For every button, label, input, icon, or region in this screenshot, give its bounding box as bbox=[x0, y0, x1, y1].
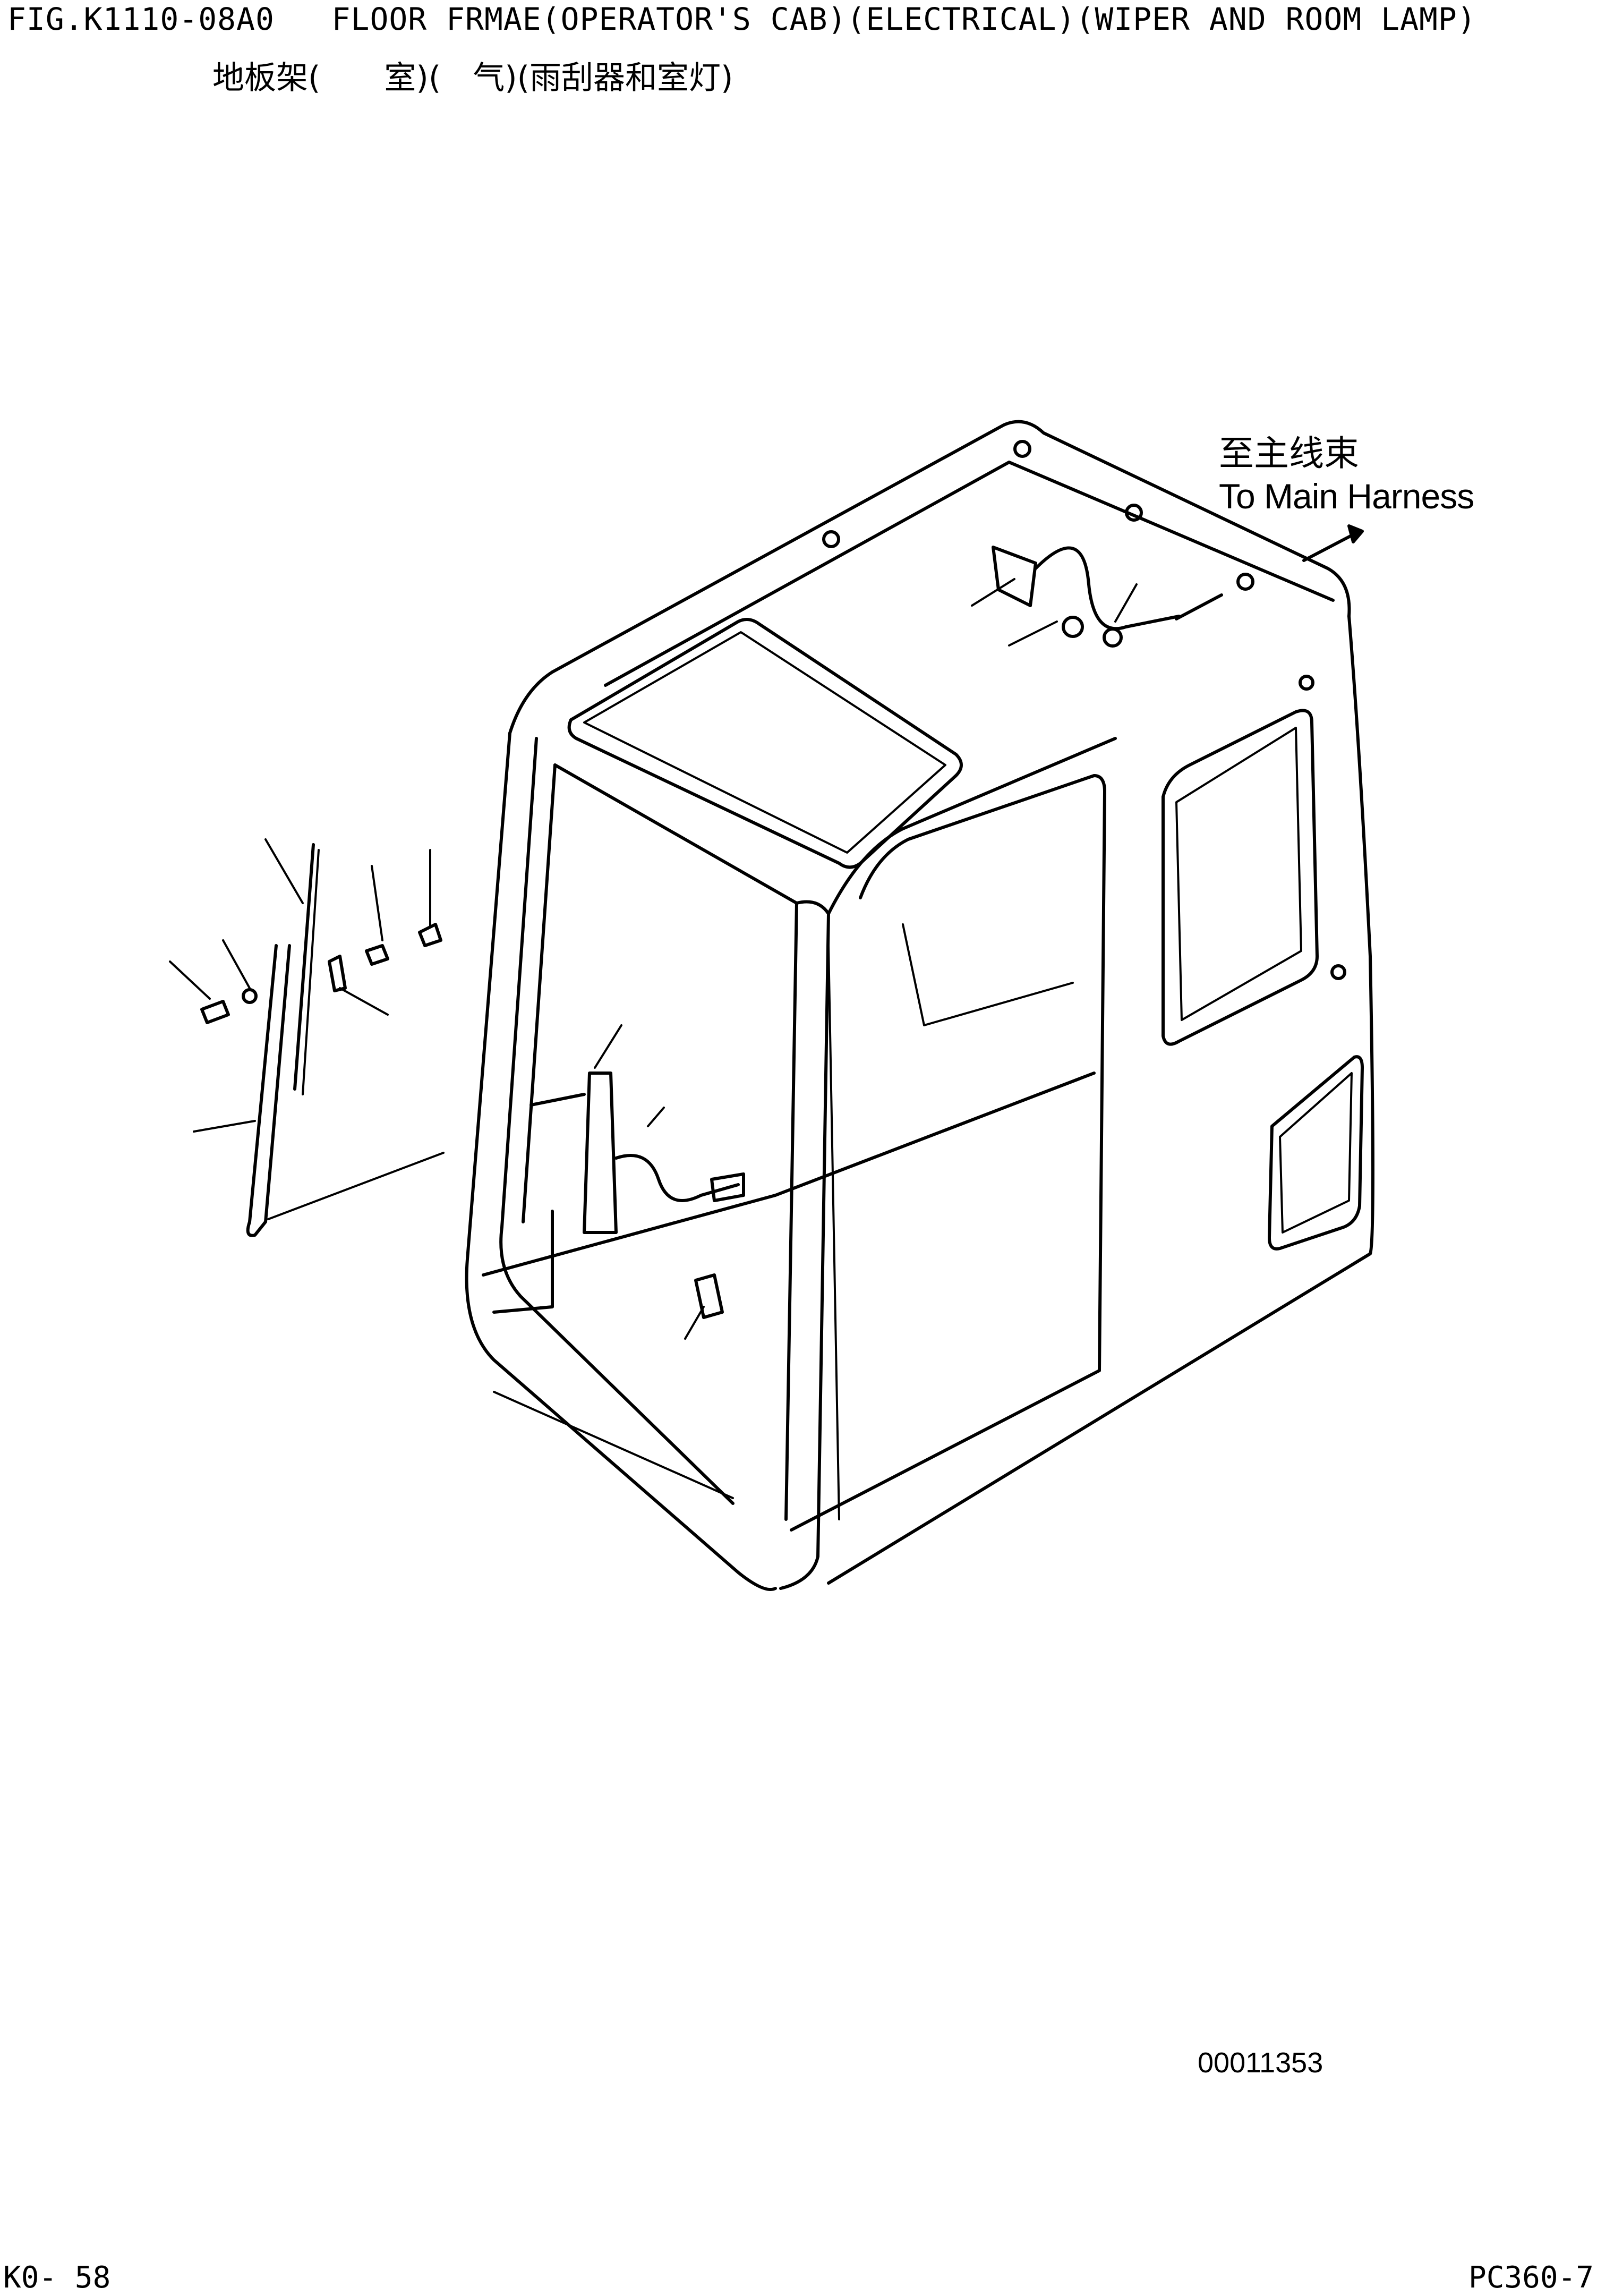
drawing-number: 00011353 bbox=[1198, 2047, 1323, 2079]
harness-callout-cn: 至主线束 bbox=[1219, 433, 1359, 474]
figure-title: FIG.K1110-08A0 FLOOR FRMAE(OPERATOR'S CA… bbox=[7, 1, 1476, 37]
cab-frame bbox=[465, 420, 1374, 1591]
wiper-motor-assembly bbox=[530, 1024, 745, 1340]
wiper-assembly bbox=[169, 838, 445, 1237]
page-code: K0- 58 bbox=[3, 2260, 111, 2295]
model-code: PC360-7 bbox=[1468, 2260, 1594, 2295]
room-lamp-assembly bbox=[971, 524, 1364, 648]
figure-title-cn: 地板架( 室)( 气)(雨刮器和室灯) bbox=[212, 59, 733, 97]
harness-callout-en: To Main Harness bbox=[1219, 477, 1474, 516]
